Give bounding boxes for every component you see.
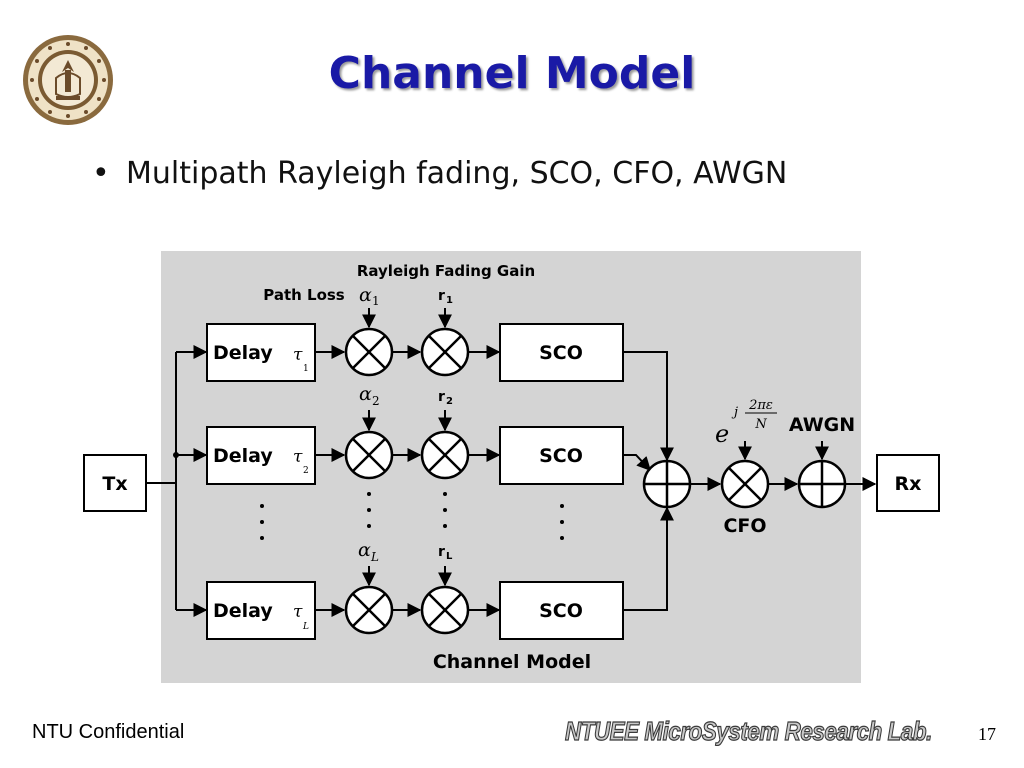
- rayleigh-gain-label: Rayleigh Fading Gain: [357, 262, 535, 280]
- delay-block-L: [206, 581, 316, 640]
- ellipsis-dots: [260, 492, 564, 540]
- r-symbol-L: r: [438, 544, 445, 560]
- r-sub-2: 2: [446, 396, 453, 407]
- awgn-adder: [797, 459, 847, 509]
- cfo-exponent: e j 2πε N: [715, 398, 777, 448]
- exp-base: e: [715, 420, 729, 448]
- alpha-symbol-1: α: [359, 284, 372, 306]
- summer-adder: [642, 459, 692, 509]
- sco-label-L: SCO: [539, 600, 583, 622]
- delay-block-1: [206, 323, 316, 382]
- tau-sub-L: L: [302, 622, 309, 632]
- exp-denominator: N: [754, 417, 767, 432]
- branch-2: Delay τ 2 SCO α 2 r 2: [176, 383, 651, 485]
- page-number: 17: [978, 724, 996, 744]
- diagram-caption: Channel Model: [433, 651, 591, 673]
- ntu-seal-icon: [23, 35, 113, 125]
- delay-label-1: Delay: [213, 342, 273, 364]
- exp-numerator: 2πε: [748, 398, 773, 413]
- branch-1: Delay τ 1 SCO α 1 r 1: [176, 284, 674, 462]
- rx-label: Rx: [895, 473, 922, 495]
- tau-symbol-1: τ: [293, 345, 303, 365]
- bullet-dot: •: [92, 156, 110, 191]
- path-loss-label: Path Loss: [263, 286, 345, 304]
- bullet-item: • Multipath Rayleigh fading, SCO, CFO, AW…: [92, 156, 787, 191]
- alpha-sub-2: 2: [372, 394, 380, 408]
- tau-symbol-L: τ: [293, 602, 303, 622]
- exp-j: j: [731, 405, 738, 420]
- sco-block-L: [499, 581, 624, 640]
- tx-label: Tx: [102, 473, 127, 495]
- tau-sub-2: 2: [303, 466, 309, 476]
- tx-block: [83, 454, 147, 512]
- alpha-sub-L: L: [370, 550, 379, 564]
- alpha-symbol-2: α: [359, 383, 372, 405]
- cfo-multiplier: [720, 459, 770, 509]
- alpha-sub-1: 1: [372, 294, 380, 308]
- awgn-label: AWGN: [789, 414, 855, 436]
- tau-sub-1: 1: [303, 364, 309, 374]
- tau-symbol-2: τ: [293, 447, 303, 467]
- cfo-label: CFO: [723, 515, 766, 537]
- delay-label-2: Delay: [213, 445, 273, 467]
- delay-block-2: [206, 426, 316, 485]
- sco-label-1: SCO: [539, 342, 583, 364]
- r-sub-L: L: [446, 551, 453, 562]
- footer-lab-logo: NTUEE MicroSystem Research Lab.: [564, 715, 932, 746]
- footer-confidential: NTU Confidential: [32, 721, 185, 743]
- sco-label-2: SCO: [539, 445, 583, 467]
- delay-label-L: Delay: [213, 600, 273, 622]
- r-symbol-1: r: [438, 288, 445, 304]
- r-sub-1: 1: [446, 295, 453, 306]
- sco-block-1: [499, 323, 624, 382]
- alpha-symbol-L: α: [358, 539, 371, 561]
- branch-L: Delay τ L SCO α L r L: [176, 506, 674, 640]
- slide-title: Channel Model: [328, 48, 696, 99]
- bullet-text: Multipath Rayleigh fading, SCO, CFO, AWG…: [126, 156, 788, 191]
- r-symbol-2: r: [438, 389, 445, 405]
- rx-block: [876, 454, 940, 512]
